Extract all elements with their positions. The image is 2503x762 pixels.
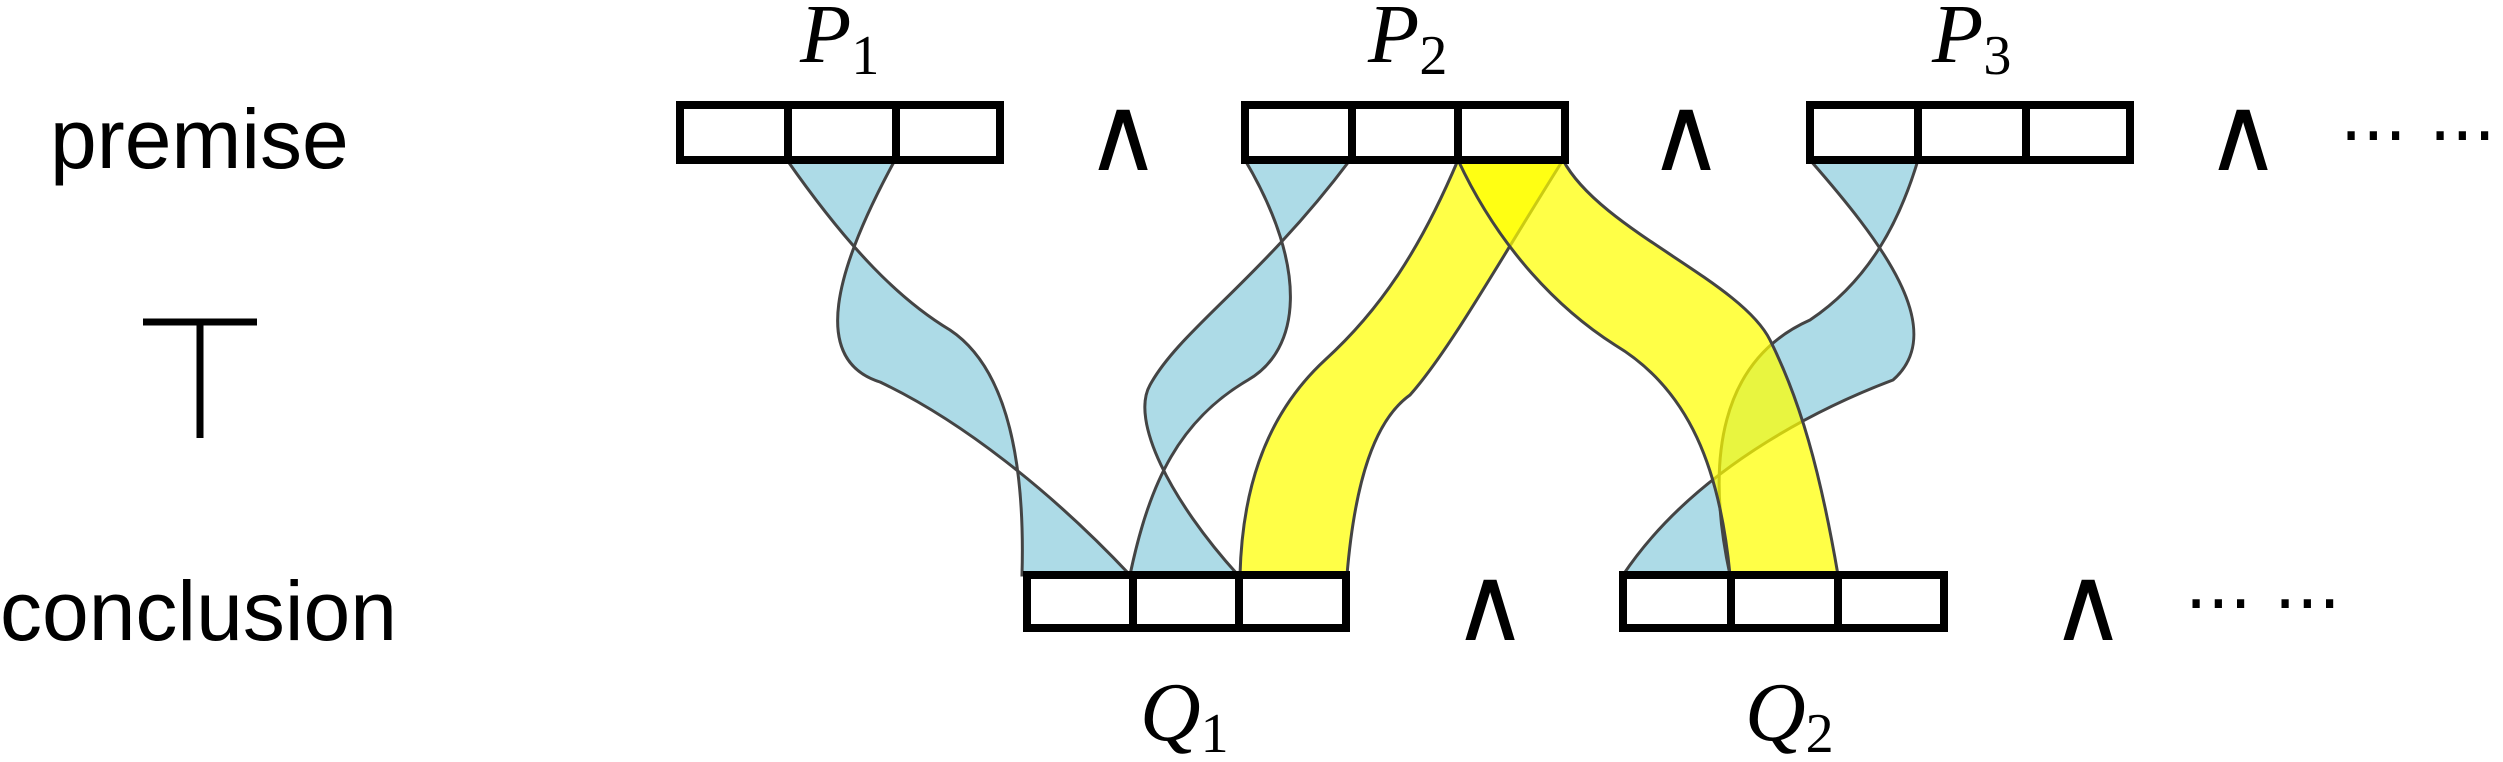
label-q1: Q1 (1140, 666, 1229, 762)
conj-premise-3: ∧ (2205, 73, 2281, 195)
premise-box-p3 (1806, 101, 2134, 164)
conj-premise-1: ∧ (1085, 73, 1161, 195)
conj-conclusion-1: ∧ (1452, 543, 1528, 665)
label-p2: P2 (1367, 0, 1447, 87)
ellipsis-premise: ··· ··· (2340, 95, 2496, 177)
label-q2: Q2 (1745, 666, 1834, 762)
conclusion-box-q2 (1619, 571, 1948, 632)
entails-symbol (143, 318, 257, 438)
conj-conclusion-2: ∧ (2050, 543, 2126, 665)
ellipsis-conclusion: ··· ··· (2185, 563, 2341, 645)
conclusion-label: conclusion (0, 564, 397, 658)
premise-box-p1 (676, 101, 1004, 164)
label-p1: P1 (799, 0, 879, 87)
ribbons (784, 158, 1921, 577)
premise-box-p2 (1241, 101, 1569, 164)
premise-label: premise (50, 92, 349, 186)
ribbon-p2-c (1455, 158, 1840, 577)
ribbon-p1-a (784, 158, 1134, 577)
conclusion-box-q1 (1023, 571, 1350, 632)
conj-premise-2: ∧ (1648, 73, 1724, 195)
label-p3: P3 (1931, 0, 2011, 87)
